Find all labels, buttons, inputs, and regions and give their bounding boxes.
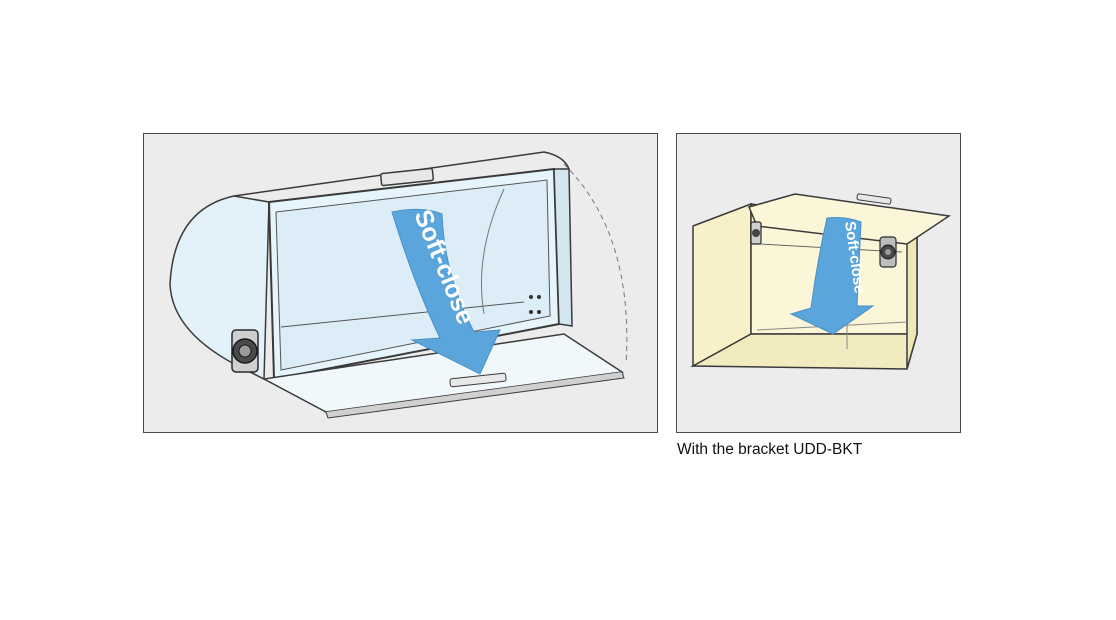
soft-close-arrow-icon	[789, 217, 875, 335]
top-handle	[856, 193, 892, 205]
bracket-right-icon	[879, 236, 897, 268]
cabinet-top-edge	[233, 151, 570, 197]
flap-handle	[449, 372, 507, 388]
glass-cabinet-diagram: Soft-close	[169, 151, 628, 419]
hinge-damper-icon	[231, 329, 259, 373]
bracket-left-icon	[750, 221, 762, 245]
inner-curve-line	[481, 188, 505, 315]
inner-shelf-line	[280, 301, 525, 328]
bracket-illustration-panel: Soft-close	[676, 133, 961, 433]
bracket-cabinet-diagram: Soft-close	[690, 193, 952, 370]
bracket-caption: With the bracket UDD-BKT	[677, 441, 863, 458]
top-handle	[379, 167, 435, 187]
cabinet-right-edge	[906, 223, 918, 370]
soft-close-illustration-panel: Soft-close	[143, 133, 658, 433]
soft-close-arrow-icon	[391, 208, 501, 375]
side-fixing-dots	[529, 295, 541, 314]
flap-edge	[325, 371, 625, 419]
side-frame	[553, 168, 573, 327]
swing-arc-dashed	[563, 163, 628, 365]
